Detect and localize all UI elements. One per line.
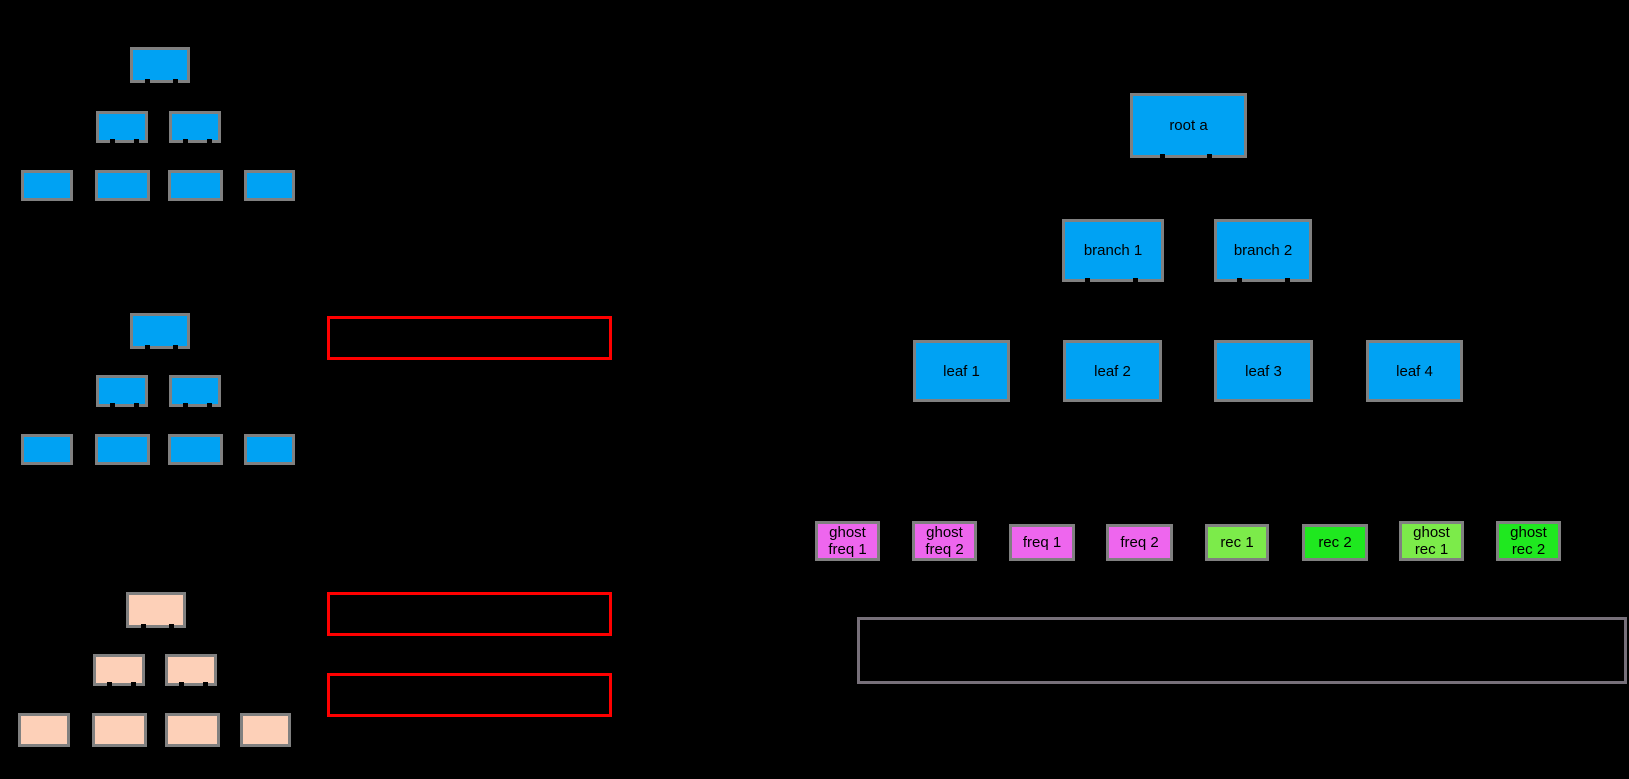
tree-node[interactable] — [130, 313, 190, 349]
tree-node[interactable] — [130, 47, 190, 83]
edge-notch — [145, 345, 150, 349]
edge-notch — [1085, 278, 1090, 282]
edge-notch — [173, 345, 178, 349]
tree-node[interactable] — [95, 434, 150, 465]
edge-notch — [173, 79, 178, 83]
tree-node[interactable] — [169, 375, 221, 407]
edge-notch — [110, 139, 115, 143]
edge-notch — [1285, 278, 1290, 282]
tree-node[interactable] — [18, 713, 70, 747]
tree-node[interactable] — [168, 434, 223, 465]
tree-node-leaf-4[interactable]: leaf 4 — [1366, 340, 1463, 402]
tag-ghost-freq-2[interactable]: ghost freq 2 — [912, 521, 977, 561]
tree-node-root-a[interactable]: root a — [1130, 93, 1247, 158]
red-outline-rect-3[interactable] — [327, 673, 612, 717]
tree-node[interactable] — [244, 170, 295, 201]
red-outline-rect-1[interactable] — [327, 316, 612, 360]
edge-notch — [1237, 278, 1242, 282]
edge-notch — [1160, 154, 1165, 158]
edge-connector — [122, 143, 124, 170]
tag-ghost-rec-1[interactable]: ghost rec 1 — [1399, 521, 1464, 561]
edge-notch — [134, 139, 139, 143]
edge-connector — [159, 83, 161, 111]
edge-notch — [183, 403, 188, 407]
tree-node[interactable] — [169, 111, 221, 143]
tree-node[interactable] — [95, 170, 150, 201]
edge-notch — [131, 682, 136, 686]
edge-connector — [195, 143, 197, 170]
tree-node[interactable] — [126, 592, 186, 628]
tag-ghost-rec-2[interactable]: ghost rec 2 — [1496, 521, 1561, 561]
red-outline-rect-2[interactable] — [327, 592, 612, 636]
edge-notch — [107, 682, 112, 686]
edge-notch — [1133, 278, 1138, 282]
tree-node[interactable] — [240, 713, 291, 747]
edge-notch — [207, 403, 212, 407]
tree-node[interactable] — [96, 375, 148, 407]
tree-node[interactable] — [93, 654, 145, 686]
edge-notch — [183, 139, 188, 143]
tree-node-leaf-1[interactable]: leaf 1 — [913, 340, 1010, 402]
tag-rec-1[interactable]: rec 1 — [1205, 524, 1269, 561]
tree-node[interactable] — [168, 170, 223, 201]
edge-notch — [110, 403, 115, 407]
tree-node-branch-1[interactable]: branch 1 — [1062, 219, 1164, 282]
tree-node[interactable] — [96, 111, 148, 143]
tree-node[interactable] — [165, 654, 217, 686]
edge-notch — [179, 682, 184, 686]
tree-node-branch-2[interactable]: branch 2 — [1214, 219, 1312, 282]
edge-notch — [169, 624, 174, 628]
edge-notch — [134, 403, 139, 407]
edge-notch — [207, 139, 212, 143]
tag-rec-2[interactable]: rec 2 — [1302, 524, 1368, 561]
tag-ghost-freq-1[interactable]: ghost freq 1 — [815, 521, 880, 561]
tree-node-leaf-3[interactable]: leaf 3 — [1214, 340, 1313, 402]
edge-notch — [145, 79, 150, 83]
tree-node[interactable] — [92, 713, 147, 747]
tree-node[interactable] — [165, 713, 220, 747]
edge-notch — [141, 624, 146, 628]
tag-freq-1[interactable]: freq 1 — [1009, 524, 1075, 561]
tree-node[interactable] — [21, 434, 73, 465]
gray-outline-rect-1[interactable] — [857, 617, 1627, 684]
edge-notch — [1207, 154, 1212, 158]
tree-node[interactable] — [244, 434, 295, 465]
tree-node-leaf-2[interactable]: leaf 2 — [1063, 340, 1162, 402]
edge-notch — [203, 682, 208, 686]
tree-node[interactable] — [21, 170, 73, 201]
tag-freq-2[interactable]: freq 2 — [1106, 524, 1173, 561]
edge-connector — [122, 95, 197, 97]
